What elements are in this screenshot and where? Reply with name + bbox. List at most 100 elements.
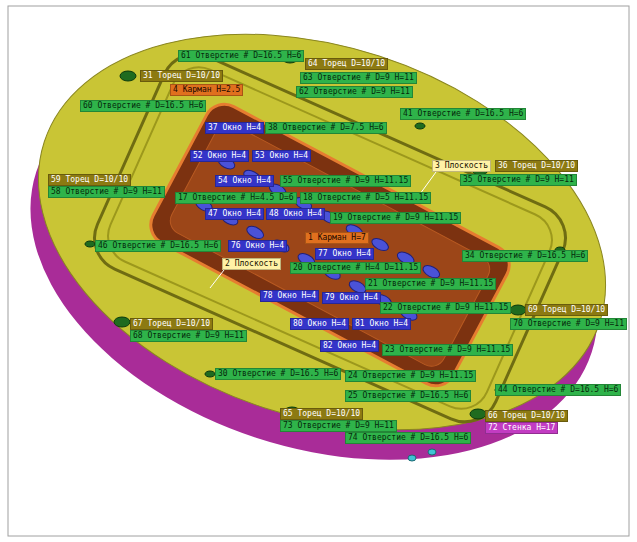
face-tag: 65 Торец D=10/10: [280, 408, 363, 420]
window-tag: 47 Окно H=4: [205, 208, 264, 220]
feature-label: 24 Отверстие # D=9 H=11.15: [348, 371, 473, 380]
feature-tag: 18 Отверстие # D=5 H=11.15: [300, 192, 431, 204]
feature-label: 77 Окно H=4: [318, 249, 371, 258]
feature-tag: 30 Отверстие # D=16.5 H=6: [215, 368, 341, 380]
feature-label: 3 Плоскость: [435, 161, 488, 170]
face-tag: 31 Торец D=10/10: [140, 70, 223, 82]
pocket-tag: 4 Карман H=2.5: [170, 84, 243, 96]
feature-label: 65 Торец D=10/10: [283, 409, 360, 418]
window-tag: 82 Окно H=4: [320, 340, 379, 352]
feature-tag: 44 Отверстие # D=16.5 H=6: [495, 384, 621, 396]
feature-label: 80 Окно H=4: [293, 319, 346, 328]
feature-tag: 35 Отверстие # D=9 H=11: [460, 174, 577, 186]
feature-tag: 68 Отверстие # D=9 H=11: [130, 330, 247, 342]
feature-label: 69 Торец D=10/10: [528, 305, 605, 314]
feature-label: 73 Отверстие # D=9 H=11: [283, 421, 394, 430]
feature-tag: 23 Отверстие # D=9 H=11.15: [382, 344, 513, 356]
window-tag: 78 Окно H=4: [260, 290, 319, 302]
window-tag: 48 Окно H=4: [266, 208, 325, 220]
plane-tag: 2 Плоскость: [222, 258, 281, 270]
feature-label: 55 Отверстие # D=9 H=11.15: [283, 176, 408, 185]
feature-label: 31 Торец D=10/10: [143, 71, 220, 80]
feature-tag: 58 Отверстие # D=9 H=11: [48, 186, 165, 198]
disc-top: [0, 0, 637, 498]
feature-label: 68 Отверстие # D=9 H=11: [133, 331, 244, 340]
feature-label: 62 Отверстие # D=9 H=11: [299, 87, 410, 96]
window-tag: 54 Окно H=4: [215, 175, 274, 187]
holes: [50, 53, 565, 419]
face-tag: 64 Торец D=10/10: [305, 58, 388, 70]
feature-label: 44 Отверстие # D=16.5 H=6: [498, 385, 618, 394]
window-oval: [245, 224, 266, 241]
feature-label: 74 Отверстие # D=16.5 H=6: [348, 433, 468, 442]
face-tag: 36 Торец D=10/10: [495, 160, 578, 172]
window-tag: 53 Окно H=4: [252, 150, 311, 162]
feature-label: 59 Торец D=10/10: [51, 175, 128, 184]
feature-tag: 20 Отверстие # H=4 D=11.15: [290, 262, 421, 274]
feature-label: 66 Торец D=10/10: [488, 411, 565, 420]
feature-label: 67 Торец D=10/10: [133, 319, 210, 328]
feature-tag: 73 Отверстие # D=9 H=11: [280, 420, 397, 432]
window-tag: 76 Окно H=4: [228, 240, 287, 252]
feature-label: 23 Отверстие # D=9 H=11.15: [385, 345, 510, 354]
feature-label: 19 Отверстие # D=9 H=11.15: [333, 213, 458, 222]
feature-label: 79 Окно H=4: [325, 293, 378, 302]
feature-label: 58 Отверстие # D=9 H=11: [51, 187, 162, 196]
feature-label: 35 Отверстие # D=9 H=11: [463, 175, 574, 184]
groove: [84, 43, 577, 432]
feature-tag: 60 Отверстие # D=16.5 H=6: [80, 100, 206, 112]
feature-label: 52 Окно H=4: [193, 151, 246, 160]
feature-tag: 17 Отверстие # H=4.5 D=6: [175, 192, 297, 204]
feature-tag: 46 Отверстие # D=16.5 H=6: [95, 240, 221, 252]
window-tag: 77 Окно H=4: [315, 248, 374, 260]
feature-tag: 61 Отверстие # D=16.5 H=6: [178, 50, 304, 62]
plane-tag: 3 Плоскость: [432, 160, 491, 172]
feature-label: 54 Окно H=4: [218, 176, 271, 185]
pocket-tag: 1 Карман H=7: [305, 232, 369, 244]
feature-tag: 63 Отверстие # D=9 H=11: [300, 72, 417, 84]
feature-label: 38 Отверстие # D=7.5 H=6: [268, 123, 384, 132]
window-tag: 37 Окно H=4: [205, 122, 264, 134]
feature-tag: 24 Отверстие # D=9 H=11.15: [345, 370, 476, 382]
feature-label: 30 Отверстие # D=16.5 H=6: [218, 369, 338, 378]
feature-label: 76 Окно H=4: [231, 241, 284, 250]
feature-tag: 62 Отверстие # D=9 H=11: [296, 86, 413, 98]
feature-tag: 25 Отверстие # D=16.5 H=6: [345, 390, 471, 402]
feature-label: 47 Окно H=4: [208, 209, 261, 218]
feature-label: 64 Торец D=10/10: [308, 59, 385, 68]
feature-tag: 41 Отверстие # D=16.5 H=6: [400, 108, 526, 120]
face-tag: 66 Торец D=10/10: [485, 410, 568, 422]
feature-label: 78 Окно H=4: [263, 291, 316, 300]
feature-label: 48 Окно H=4: [269, 209, 322, 218]
feature-label: 17 Отверстие # H=4.5 D=6: [178, 193, 294, 202]
feature-label: 46 Отверстие # D=16.5 H=6: [98, 241, 218, 250]
window-tag: 52 Окно H=4: [190, 150, 249, 162]
feature-label: 70 Отверстие # D=9 H=11: [513, 319, 624, 328]
window-tag: 79 Окно H=4: [322, 292, 381, 304]
feature-label: 25 Отверстие # D=16.5 H=6: [348, 391, 468, 400]
feature-label: 60 Отверстие # D=16.5 H=6: [83, 101, 203, 110]
feature-tag: 55 Отверстие # D=9 H=11.15: [280, 175, 411, 187]
feature-label: 37 Окно H=4: [208, 123, 261, 132]
feature-label: 4 Карман H=2.5: [173, 85, 240, 94]
feature-tag: 21 Отверстие # D=9 H=11.15: [365, 278, 496, 290]
feature-label: 53 Окно H=4: [255, 151, 308, 160]
feature-tag: 70 Отверстие # D=9 H=11: [510, 318, 627, 330]
feature-tag: 19 Отверстие # D=9 H=11.15: [330, 212, 461, 224]
feature-tag: 74 Отверстие # D=16.5 H=6: [345, 432, 471, 444]
face-tag: 69 Торец D=10/10: [525, 304, 608, 316]
feature-label: 34 Отверстие # D=16.5 H=6: [465, 251, 585, 260]
feature-label: 61 Отверстие # D=16.5 H=6: [181, 51, 301, 60]
feature-label: 1 Карман H=7: [308, 233, 366, 242]
feature-label: 63 Отверстие # D=9 H=11: [303, 73, 414, 82]
window-tag: 81 Окно H=4: [352, 318, 411, 330]
wall-tag: 72 Стенка H=17: [485, 422, 558, 434]
feature-label: 21 Отверстие # D=9 H=11.15: [368, 279, 493, 288]
window-tag: 80 Окно H=4: [290, 318, 349, 330]
feature-tag: 22 Отверстие # D=9 H=11.15: [380, 302, 511, 314]
feature-label: 22 Отверстие # D=9 H=11.15: [383, 303, 508, 312]
feature-label: 72 Стенка H=17: [488, 423, 555, 432]
windows: [194, 154, 442, 323]
leader-lines: [210, 172, 436, 288]
